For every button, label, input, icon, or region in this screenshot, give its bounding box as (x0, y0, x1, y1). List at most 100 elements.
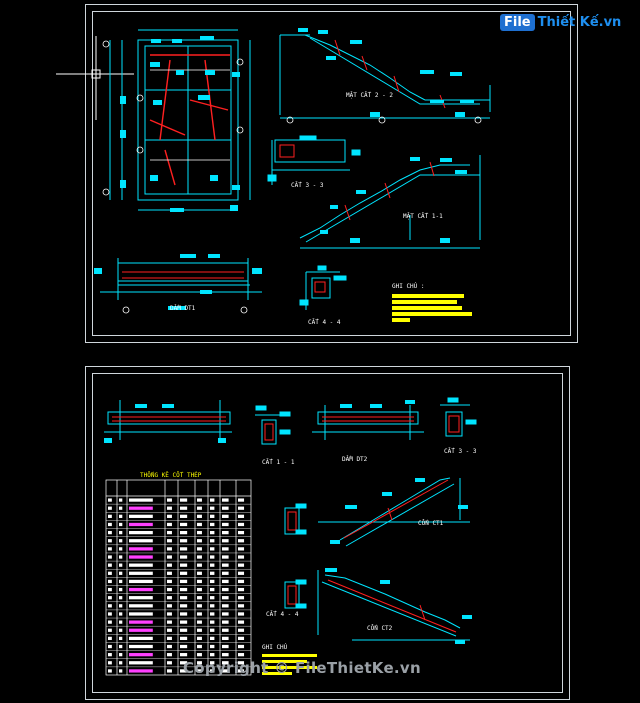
table-cell-mark (238, 661, 245, 665)
table-cell-mark (210, 539, 215, 543)
table-cell-mark (108, 522, 112, 527)
table-cell-mark (129, 669, 153, 673)
table-cell-mark (129, 571, 153, 575)
table-cell-mark (108, 661, 112, 665)
table-cell-mark (238, 506, 245, 510)
beam-dt1-tags (94, 254, 262, 310)
table-cell-mark (180, 628, 188, 632)
table-cell-mark (129, 530, 153, 535)
sheet-2-section-3-3 (440, 397, 477, 437)
table-cell-mark (180, 555, 188, 559)
drawing-sheet-2 (85, 366, 570, 700)
table-cell-mark (129, 563, 153, 567)
table-cell-mark (222, 669, 229, 673)
stair-con-ct1-tags (330, 478, 468, 544)
table-cell-mark (238, 555, 245, 559)
table-cell-mark (238, 644, 245, 649)
section-2-2-cyan-tags (298, 28, 474, 117)
table-cell-mark (238, 514, 245, 518)
table-cell-mark (238, 636, 245, 641)
table-cell-mark (167, 555, 172, 559)
table-cell-mark (129, 539, 153, 543)
table-cell-mark (210, 555, 215, 559)
table-cell-mark (167, 628, 172, 632)
table-cell-mark (222, 579, 229, 584)
table-cell-mark (119, 604, 123, 608)
drawing-sheet-1 (85, 4, 578, 343)
table-cell-mark (108, 514, 112, 518)
table-cell-mark (238, 620, 245, 624)
sheet-1-section-4-4-title: CẮT 4 - 4 (308, 319, 341, 326)
section-1-1-red-marks (344, 161, 435, 221)
table-cell-mark (119, 620, 123, 624)
table-cell-mark (238, 612, 245, 616)
table-cell-mark (108, 612, 112, 616)
table-cell-mark (119, 555, 123, 559)
table-cell-mark (222, 522, 229, 527)
table-cell-mark (119, 498, 123, 502)
table-cell-mark (197, 547, 202, 551)
table-cell-mark (197, 587, 202, 592)
table-cell-mark (222, 636, 229, 641)
stair-plan (109, 29, 251, 211)
table-cell-mark (238, 596, 245, 600)
logo-text: Thiết Kế.vn (537, 15, 622, 30)
table-cell-mark (180, 498, 188, 502)
table-cell-mark (222, 628, 229, 632)
table-cell-mark (167, 522, 172, 527)
table-cell-mark (238, 579, 245, 584)
table-cell-mark (129, 636, 153, 641)
table-cell-mark (119, 563, 123, 567)
stair-con-ct2 (317, 570, 470, 641)
table-cell-mark (180, 579, 188, 584)
table-cell-mark (197, 530, 202, 535)
section-1-1-cyan-tags (320, 157, 467, 243)
table-cell-mark (119, 547, 123, 551)
table-cell-mark (210, 563, 215, 567)
table-cell-mark (129, 653, 153, 657)
table-cell-mark (210, 579, 215, 584)
sheet-2-beam-left (104, 400, 232, 440)
table-cell-mark (180, 596, 188, 600)
stair-plan-white-details (102, 40, 244, 196)
table-cell-mark (197, 636, 202, 641)
sheet-2-beam-dt2-rebar (322, 416, 414, 422)
table-cell-mark (167, 636, 172, 641)
table-cell-mark (222, 571, 229, 575)
table-cell-mark (197, 661, 202, 665)
sheet-2-section-4-4 (284, 579, 307, 609)
table-cell-mark (167, 612, 172, 616)
table-cell-mark (119, 506, 123, 510)
sheet-1-notes-bars (392, 294, 472, 322)
table-cell-mark (167, 596, 172, 600)
stair-plan-red-rebar (149, 54, 230, 186)
table-cell-mark (119, 644, 123, 649)
table-cell-mark (129, 522, 153, 527)
table-cell-mark (129, 628, 153, 632)
table-cell-mark (167, 530, 172, 535)
table-cell-mark (238, 563, 245, 567)
table-cell-mark (197, 612, 202, 616)
table-cell-mark (119, 636, 123, 641)
table-cell-mark (210, 530, 215, 535)
table-cell-mark (210, 514, 215, 518)
sheet-2-section-4-4-title: CẮT 4 - 4 (266, 611, 299, 618)
table-cell-mark (210, 644, 215, 649)
sheet-2-beam-left-tags (104, 404, 226, 443)
table-cell-mark (167, 644, 172, 649)
table-cell-mark (108, 506, 112, 510)
cad-crosshair-cursor (56, 36, 134, 120)
table-cell-mark (119, 587, 123, 592)
table-cell-mark (129, 547, 153, 551)
table-cell-mark (119, 530, 123, 535)
table-cell-mark (222, 612, 229, 616)
table-cell-mark (222, 653, 229, 657)
table-cell-mark (197, 571, 202, 575)
table-cell-mark (180, 636, 188, 641)
table-cell-mark (129, 604, 153, 608)
table-cell-mark (119, 596, 123, 600)
table-cell-mark (238, 498, 245, 502)
table-cell-mark (119, 612, 123, 616)
table-cell-mark (238, 547, 245, 551)
table-cell-mark (129, 587, 153, 592)
